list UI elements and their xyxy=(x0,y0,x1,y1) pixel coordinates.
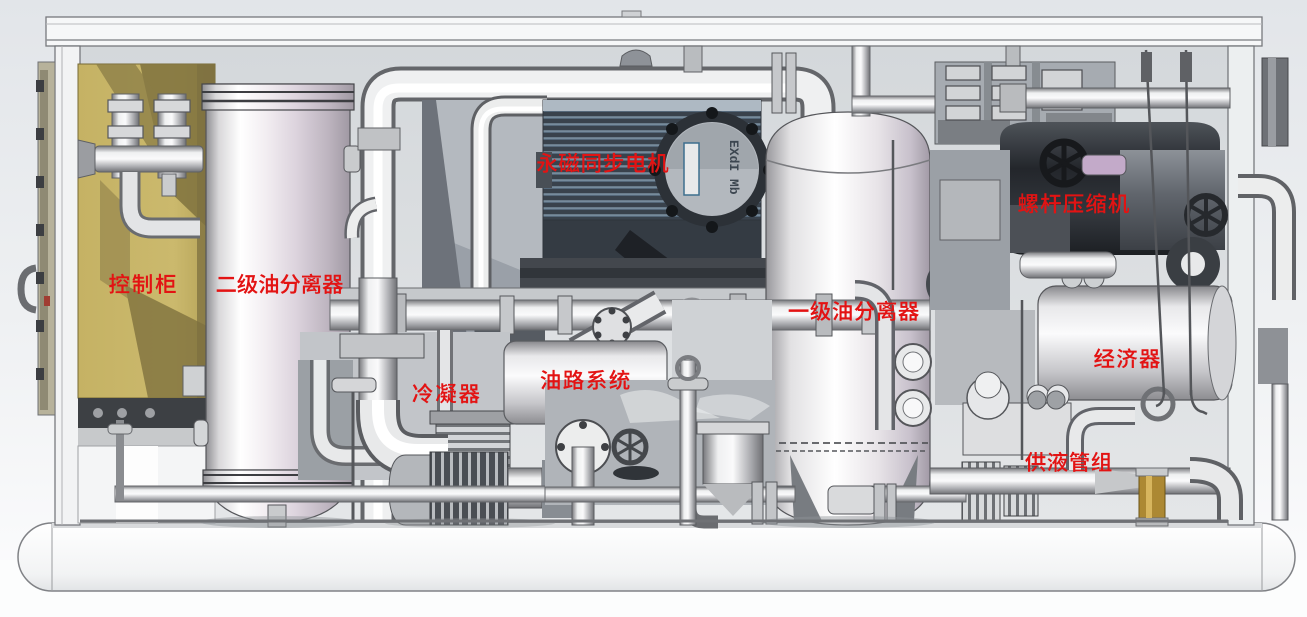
svg-text:EXdI Mb: EXdI Mb xyxy=(726,140,741,195)
